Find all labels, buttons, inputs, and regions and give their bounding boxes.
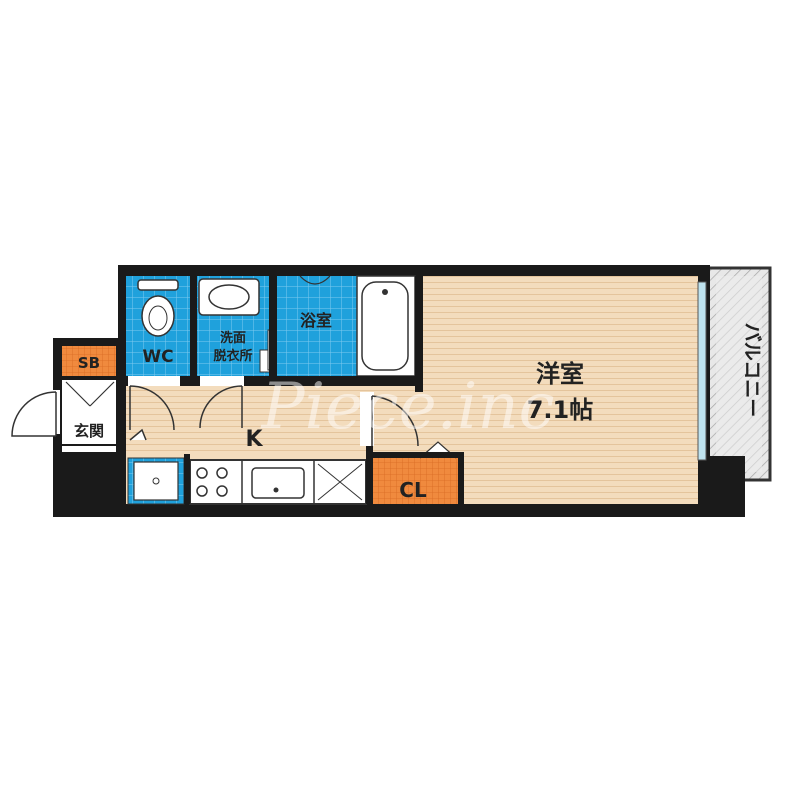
entrance-door: [11, 390, 60, 437]
shoe-box-area: [62, 346, 116, 376]
label-western-room-size: 7.1帖: [527, 396, 594, 424]
washer-pan: [127, 457, 185, 505]
entrance-area: [62, 380, 116, 452]
kitchen-counter: [189, 459, 367, 505]
label-western-room-name: 洋室: [536, 360, 584, 388]
western-room: [423, 276, 698, 504]
watermark: Piece.inc: [261, 370, 555, 444]
bathroom: [277, 275, 416, 377]
label-wc: WC: [142, 347, 173, 367]
label-washroom-line1: 洗面: [220, 330, 246, 346]
label-balcony: バルコニー: [741, 323, 763, 418]
partition-walls: [62, 276, 464, 504]
balcony-area: [706, 266, 772, 482]
wc-room: [126, 276, 190, 376]
label-washroom-line2: 脱衣所: [213, 348, 252, 364]
label-kitchen: K: [245, 427, 263, 452]
washroom: [197, 276, 271, 376]
window-strip: [697, 281, 707, 461]
label-entrance: 玄関: [74, 422, 104, 440]
label-bathroom: 浴室: [300, 311, 332, 330]
label-shoe-box: SB: [78, 354, 100, 372]
label-closet: CL: [399, 478, 427, 502]
